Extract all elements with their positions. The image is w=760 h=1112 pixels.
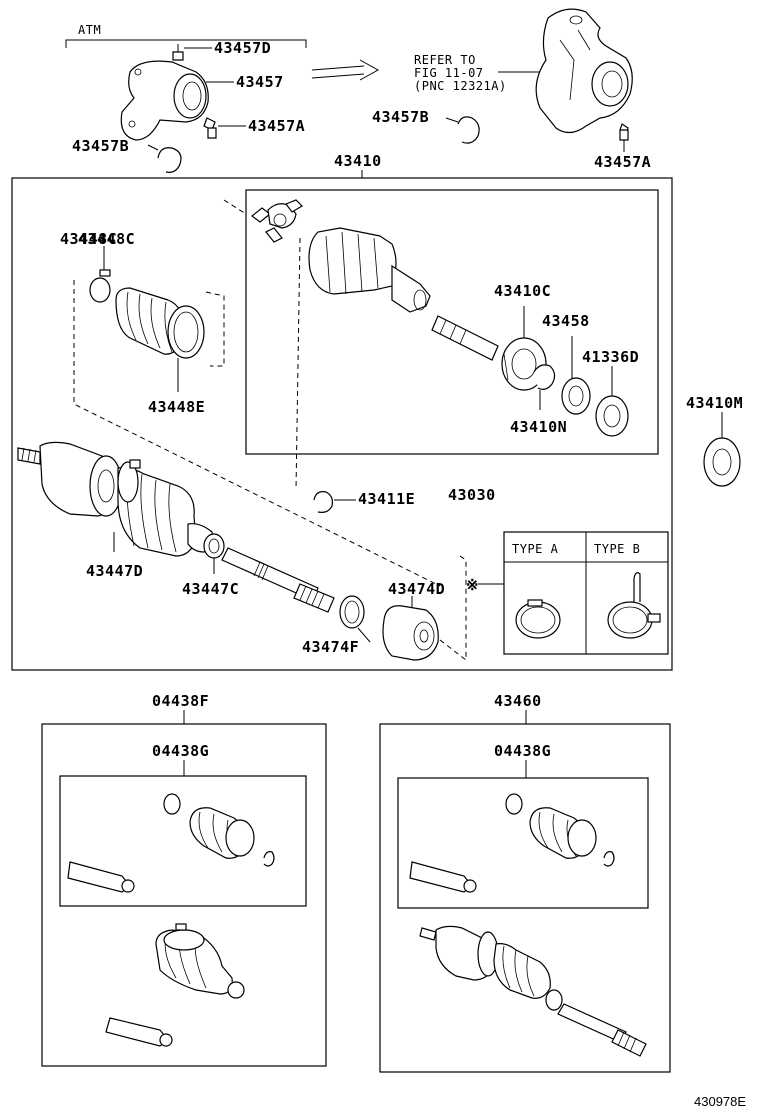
label-43457A-top: 43457A — [248, 117, 305, 135]
kit-04438G-left-box — [59, 775, 307, 907]
label-43474F: 43474F — [302, 638, 359, 656]
refer-line-2: FIG 11-07 — [414, 66, 484, 80]
kit-left-parts — [67, 793, 275, 1047]
figure-reference: 430978E — [694, 1094, 746, 1109]
label-43410M: 43410M — [686, 394, 743, 412]
atm-label: ATM — [78, 23, 101, 37]
label-43411E: 43411E — [358, 490, 415, 508]
clamp-type-table: TYPE A TYPE B — [503, 531, 669, 655]
label-41336D: 41336D — [582, 348, 639, 366]
label-43448E: 43448E — [148, 398, 205, 416]
clamp-type-b-drawing — [607, 572, 661, 639]
clamp-note-mark: ※ — [466, 576, 479, 594]
inboard-joint-box — [245, 189, 659, 455]
label-43448C: 43448C — [60, 230, 117, 248]
clamp-type-a-drawing — [515, 599, 561, 639]
inboard-shaft-piece — [431, 315, 499, 361]
snap-ring-43457B-left — [157, 147, 182, 173]
kit-43460-box — [379, 723, 671, 1073]
bearing-bracket-drawing — [120, 44, 217, 141]
clamp-43474F — [339, 595, 365, 629]
clamp-43448C — [89, 269, 111, 303]
label-43458: 43458 — [542, 312, 590, 330]
refer-line-1: REFER TO — [414, 53, 476, 67]
label-43447D: 43447D — [86, 562, 143, 580]
label-43410C: 43410C — [494, 282, 551, 300]
snap-ring-43411E — [313, 491, 333, 513]
type-b-heading: TYPE B — [594, 542, 640, 556]
damper-43474D — [382, 605, 439, 661]
drive-shaft-assembly-box — [11, 177, 673, 671]
label-43410: 43410 — [334, 152, 382, 170]
label-43457D: 43457D — [214, 39, 271, 57]
seal-41336D — [595, 395, 629, 437]
steering-knuckle-drawing — [535, 8, 633, 134]
snap-ring-43457B-mid — [457, 116, 480, 144]
tripod-joint — [251, 199, 303, 243]
kit-04438G-right-box — [397, 777, 649, 909]
arrow-to-knuckle — [311, 59, 380, 81]
snap-ring-43410N — [533, 364, 556, 390]
kit-right-parts — [409, 793, 647, 1057]
boot-43448E — [115, 287, 205, 359]
refer-line-3: (PNC 12321A) — [414, 79, 507, 93]
atm-bracket-group: ATM 43457D 43457 43457A 43457B — [65, 23, 380, 173]
kit-04438F-box — [41, 723, 327, 1067]
label-43457B-left: 43457B — [72, 137, 129, 155]
label-43460: 43460 — [494, 692, 542, 710]
label-04438G-left: 04438G — [152, 742, 209, 760]
type-a-heading: TYPE A — [512, 542, 559, 556]
label-43447C: 43447C — [182, 580, 239, 598]
label-43457: 43457 — [236, 73, 284, 91]
label-43457A-right: 43457A — [594, 153, 651, 171]
label-43474D: 43474D — [388, 580, 445, 598]
inboard-housing — [308, 227, 431, 313]
label-43448C-num: 43448C — [78, 230, 135, 248]
label-04438G-right: 04438G — [494, 742, 551, 760]
label-04438F: 04438F — [152, 692, 209, 710]
label-43410N: 43410N — [510, 418, 567, 436]
label-43030: 43030 — [448, 486, 496, 504]
seal-43410M — [703, 437, 741, 487]
bearing-43458 — [561, 377, 591, 415]
label-43457B-mid: 43457B — [372, 108, 429, 126]
outboard-joint-drawing — [17, 441, 335, 613]
steering-knuckle-group: REFER TO FIG 11-07 (PNC 12321A) 43457A 4… — [372, 8, 651, 171]
